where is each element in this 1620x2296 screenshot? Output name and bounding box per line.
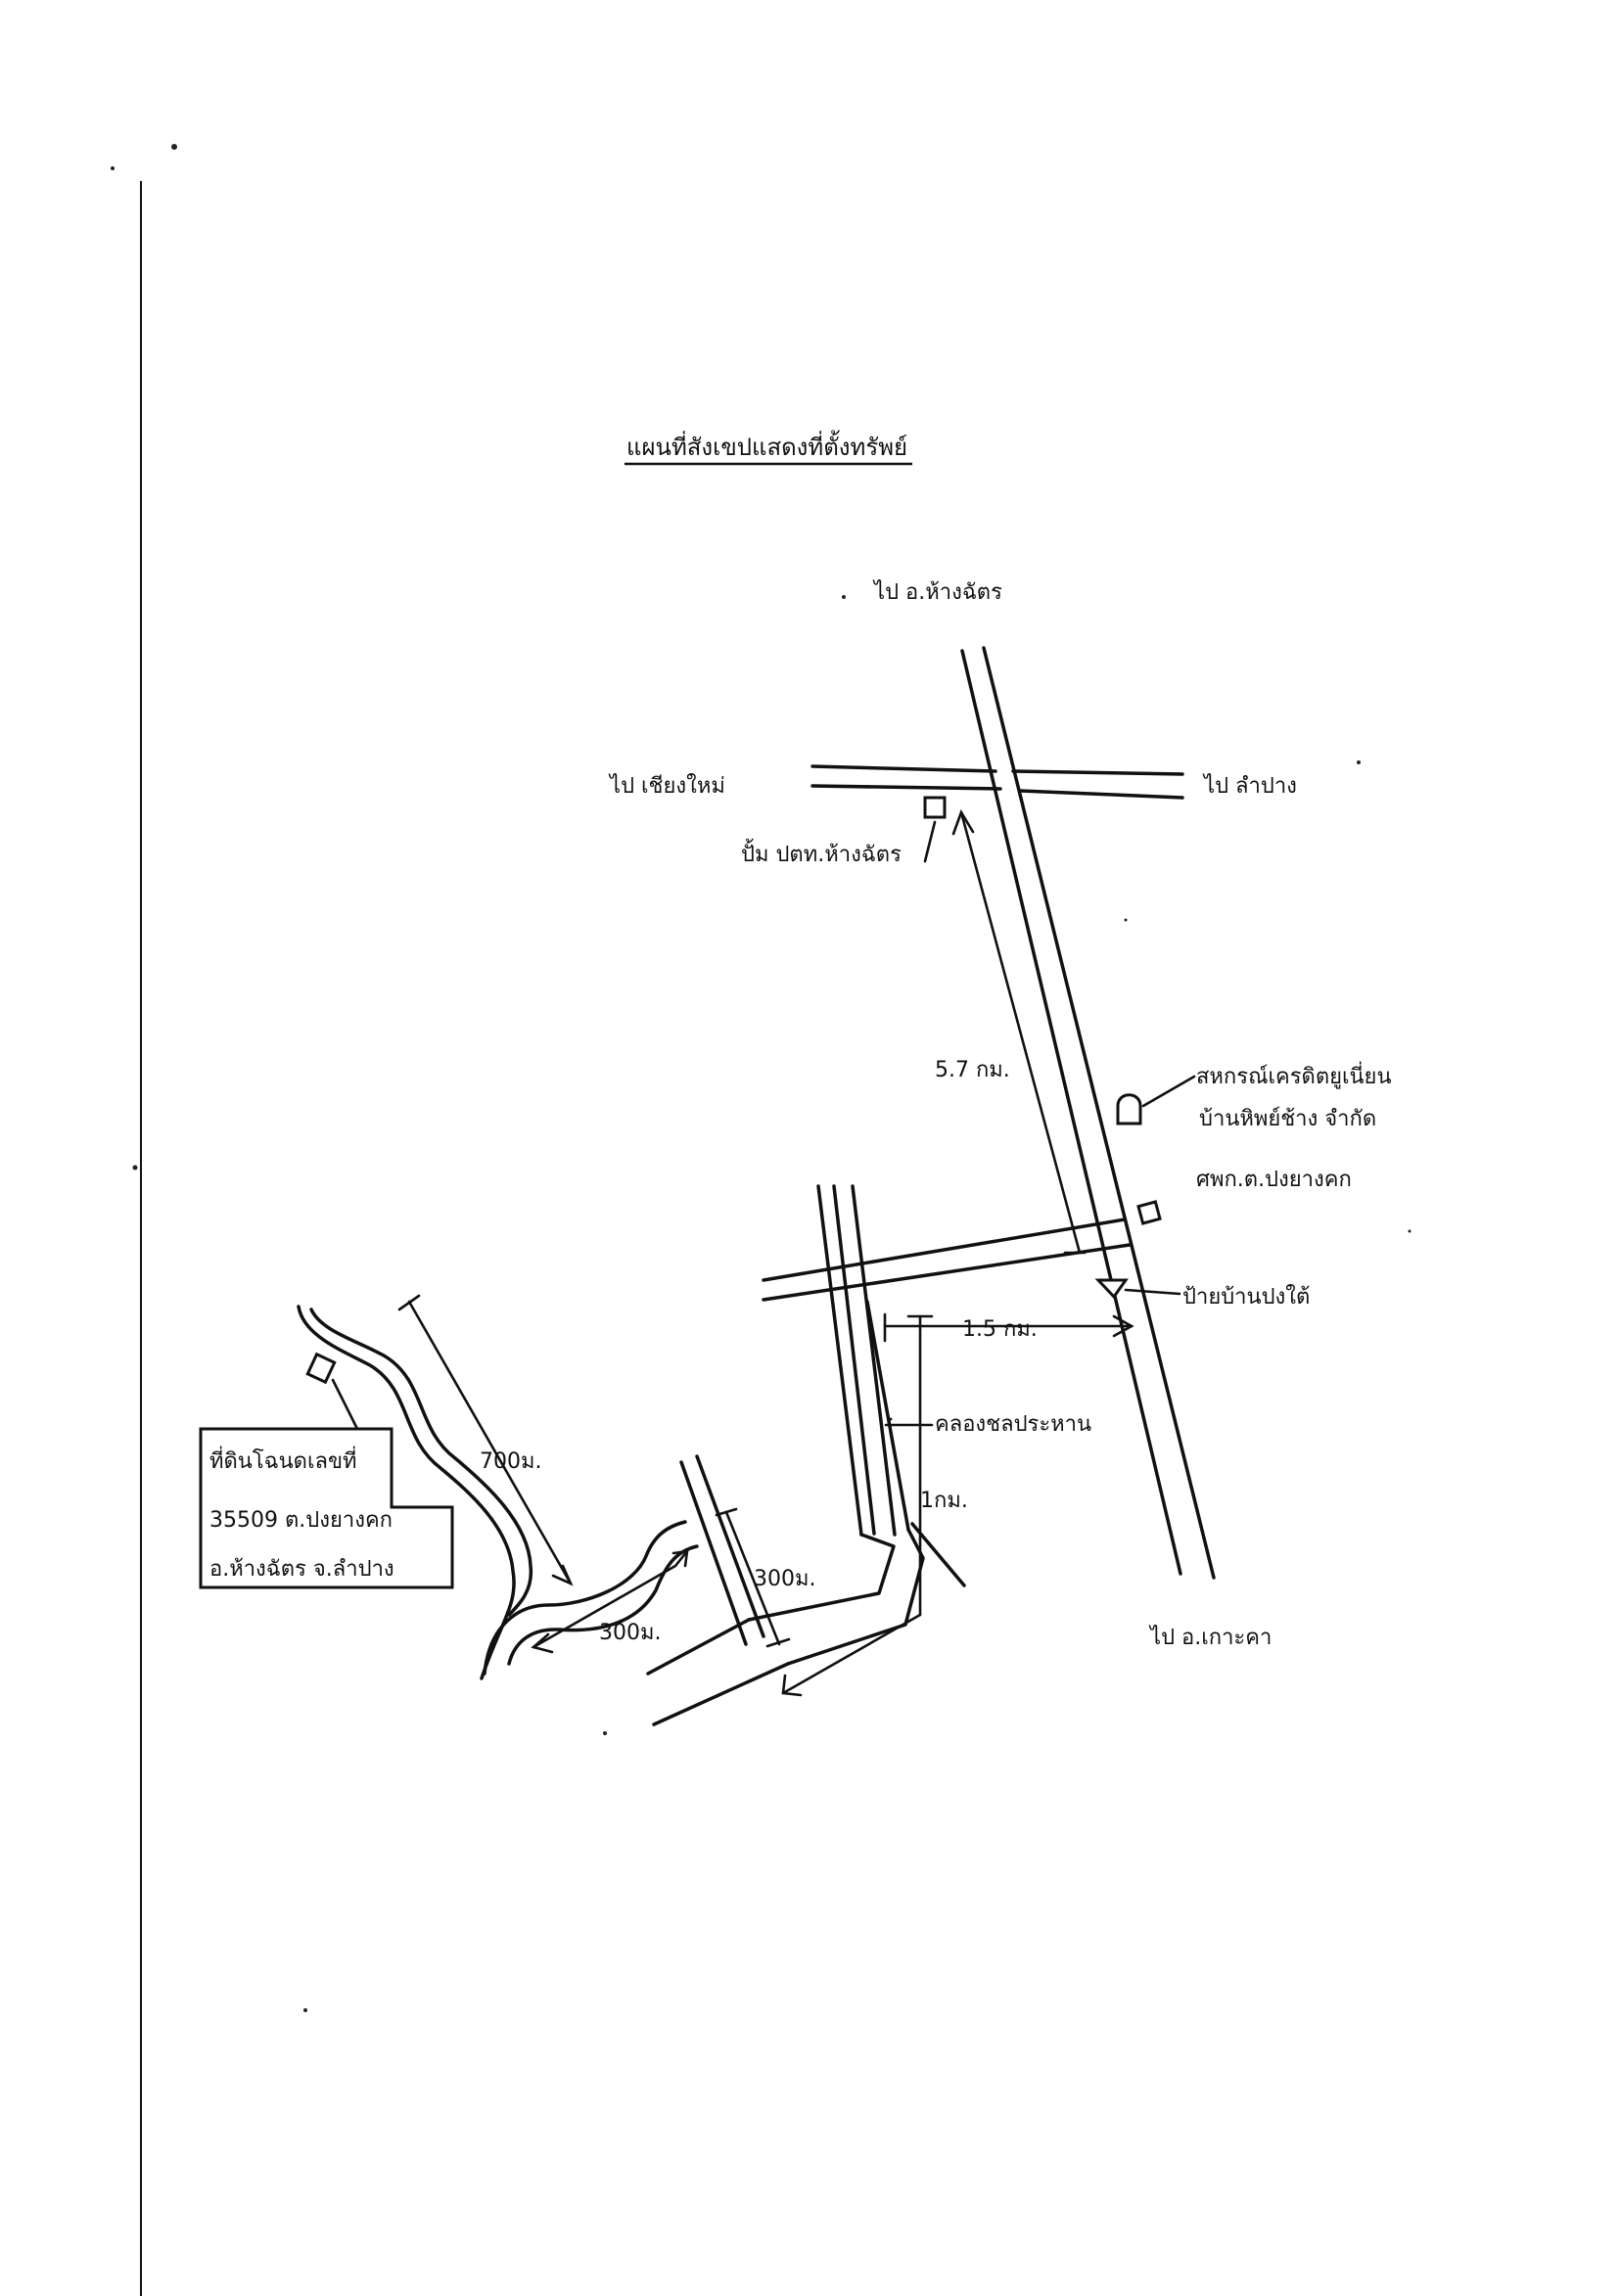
curvy-road-south-edge xyxy=(507,1544,699,1666)
canal-line-mid xyxy=(832,1184,876,1536)
dim-300m-vert-tick-top xyxy=(715,1507,738,1517)
top-road-north-edge-west xyxy=(810,764,997,773)
sign-pointer xyxy=(1124,1288,1181,1296)
direction-south: ไป อ.เกาะคา xyxy=(1148,1625,1272,1650)
canal-line-west xyxy=(816,1184,863,1537)
coop-label-line2: บ้านหิพย์ช้าง จำกัด xyxy=(1199,1107,1376,1131)
distance-700m: 700ม. xyxy=(480,1449,542,1474)
coop-label-line1: สหกรณ์เครดิตยูเนี่ยน xyxy=(1196,1061,1391,1089)
dimension-lines xyxy=(331,808,1134,1697)
office-label: ศพก.ต.ปงยางคก xyxy=(1196,1168,1352,1192)
dim-5-7km-line xyxy=(959,810,1082,1255)
sign-label: ป้ายบ้านปงใต้ xyxy=(1182,1284,1310,1309)
dim-300m-arrow-left xyxy=(531,1632,554,1654)
track-east-edge xyxy=(309,1308,533,1617)
land-leader-line xyxy=(331,1378,359,1431)
lane-west-edge xyxy=(679,1460,748,1646)
dim-700m-arrow-bot xyxy=(551,1564,574,1586)
dim-300m-vert-line xyxy=(724,1510,781,1646)
dust-specks xyxy=(111,144,1412,2012)
lower-road-south-edge xyxy=(762,1243,1132,1302)
dim-700m-tick-top xyxy=(397,1294,421,1311)
land-label-line1: ที่ดินโฉนดเลขที่ xyxy=(209,1446,357,1474)
land-label-line2: 35509 ต.ปงยางคก xyxy=(209,1508,393,1533)
dim-5-7km-arrow-top xyxy=(951,808,975,836)
distance-1km: 1กม. xyxy=(920,1489,968,1513)
land-plot-icon xyxy=(305,1352,337,1385)
canal-label: คลองชลประหาน xyxy=(935,1412,1091,1437)
sw-road-north-edge xyxy=(646,1618,751,1676)
landmark-symbols xyxy=(305,796,1196,1427)
dim-300m-arrow-right xyxy=(671,1549,689,1568)
top-road-north-edge-east xyxy=(1011,769,1184,776)
dim-300m-horiz-line xyxy=(532,1549,689,1649)
dim-300m-vert-tick-bot xyxy=(765,1637,791,1648)
dim-1km-arrow xyxy=(781,1674,803,1697)
top-road-south-edge-east xyxy=(1018,789,1184,800)
office-icon xyxy=(1136,1200,1162,1225)
direction-west: ไป เชียงใหม่ xyxy=(608,773,725,799)
canal-bend-west xyxy=(747,1533,896,1622)
lower-road-north-edge xyxy=(762,1217,1127,1282)
distance-5-7km: 5.7 กม. xyxy=(935,1058,1010,1082)
dim-700m-line xyxy=(407,1300,573,1585)
top-road-south-edge-west xyxy=(810,784,1002,791)
gas-station-label: ปั้ม ปตท.ห้างฉัตร xyxy=(741,839,902,867)
main-highway-west-edge xyxy=(960,649,1182,1576)
canal-bend-east xyxy=(786,1528,925,1666)
land-plot-label-box xyxy=(199,1427,454,1589)
canal-line-inner xyxy=(865,1300,910,1532)
roads xyxy=(297,646,1216,1726)
map-title: แผนที่สังเขปแสดงที่ตั้งทรัพย์ xyxy=(626,430,907,461)
dim-1-5km-arrow-right xyxy=(1112,1314,1134,1338)
track-west-edge xyxy=(297,1305,516,1680)
gas-station-icon xyxy=(923,796,947,819)
canal-line-east xyxy=(851,1184,897,1537)
distance-300m-horizontal: 300ม. xyxy=(599,1621,662,1645)
lane-east-edge xyxy=(695,1454,765,1638)
distance-1-5km: 1.5 กม. xyxy=(962,1317,1038,1342)
village-sign-icon xyxy=(1094,1278,1129,1300)
distance-300m-vertical: 300ม. xyxy=(754,1567,816,1591)
direction-east: ไป ลำปาง xyxy=(1202,773,1297,799)
direction-north: ไป อ.ห้างฉัตร xyxy=(872,579,1002,605)
dim-1km-lower xyxy=(781,1613,922,1695)
coop-pointer xyxy=(1141,1075,1196,1108)
gas-pointer xyxy=(923,820,937,863)
main-highway-east-edge xyxy=(982,646,1216,1580)
coop-building-icon xyxy=(1116,1093,1142,1125)
land-label-line3: อ.ห้างฉัตร จ.ลำปาง xyxy=(209,1557,394,1582)
sw-road-south-edge xyxy=(652,1662,790,1726)
